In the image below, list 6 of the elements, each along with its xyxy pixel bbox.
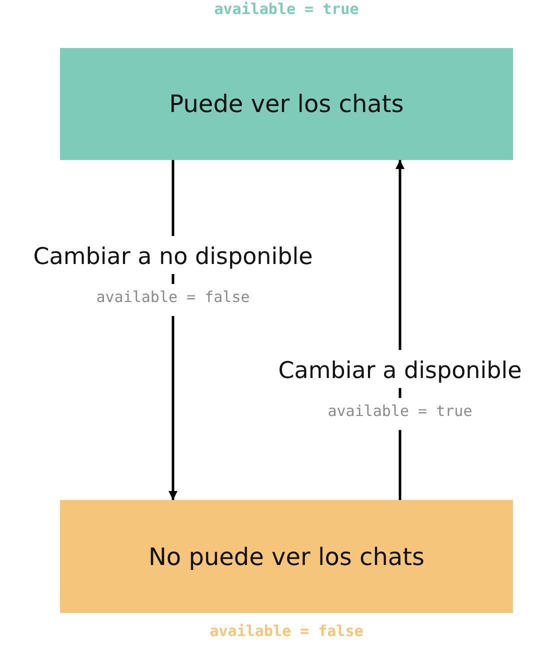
state-label: No puede ver los chats xyxy=(148,542,425,570)
state-label: Puede ver los chats xyxy=(169,90,404,118)
state-condition: available = false xyxy=(210,622,364,640)
state-condition: available = true xyxy=(214,0,359,18)
state-box xyxy=(60,500,513,613)
state-box xyxy=(60,48,513,160)
